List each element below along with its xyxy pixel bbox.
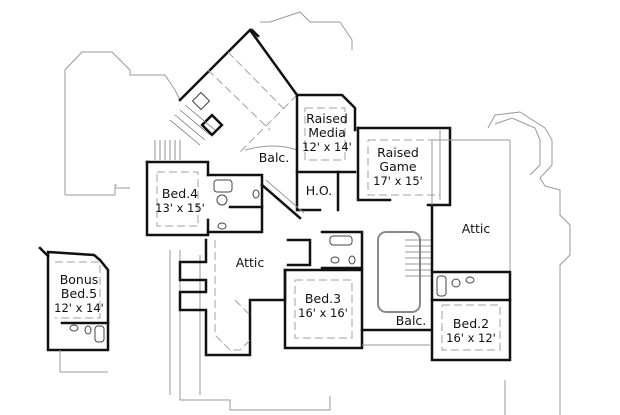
room-name: Bed.2: [452, 316, 490, 331]
balcony-upper-rail: [244, 145, 298, 151]
diagonal-rail: [260, 179, 305, 220]
room-label-raised-game: Raised Game 17' x 15': [373, 145, 423, 189]
room-size: 13' x 15': [155, 201, 205, 215]
room-label-bed-4: Bed.4 13' x 15': [155, 186, 205, 216]
raised-game-room: [356, 126, 452, 207]
bed-2-room: [430, 270, 512, 362]
label-attic-center: Attic: [235, 255, 265, 270]
bed-4-room: [145, 160, 264, 237]
room-name: Bonus: [59, 272, 99, 287]
room-size: 16' x 12': [446, 331, 496, 345]
room-size: 17' x 15': [373, 174, 423, 188]
room-name: Bed.4: [161, 186, 199, 201]
room-size: 12' x 14': [54, 301, 104, 315]
room-name: Bed.5: [60, 286, 98, 301]
home-office: [295, 170, 340, 212]
room-size: 16' x 16': [298, 306, 348, 320]
room-label-bonus-bed-5: Bonus Bed.5 12' x 14': [54, 272, 104, 316]
room-label-bed-3: Bed.3 16' x 16': [298, 291, 348, 321]
room-label-bed-2: Bed.2 16' x 12': [446, 316, 496, 346]
label-balcony-upper: Balc.: [258, 150, 290, 165]
room-name: Raised: [377, 145, 419, 160]
room-name: Bed.3: [304, 291, 342, 306]
room-size: 12' x 14': [302, 140, 352, 154]
label-balcony-lower: Balc.: [395, 313, 427, 328]
label-attic-right: Attic: [461, 221, 491, 236]
room-name: Game: [379, 159, 417, 174]
bed-3-room: [283, 230, 364, 350]
label-home-office: H.O.: [305, 183, 333, 198]
room-name: Raised: [306, 111, 348, 126]
angled-wing: [178, 28, 299, 153]
stair-left: [154, 104, 216, 160]
room-label-raised-media: Raised Media 12' x 14': [302, 111, 352, 155]
central-stair: [360, 231, 432, 346]
lower-floor-outline: [64, 11, 571, 415]
bonus-bed-5-room: [38, 246, 110, 373]
attic-center: [178, 238, 287, 357]
room-name: Media: [308, 125, 346, 140]
